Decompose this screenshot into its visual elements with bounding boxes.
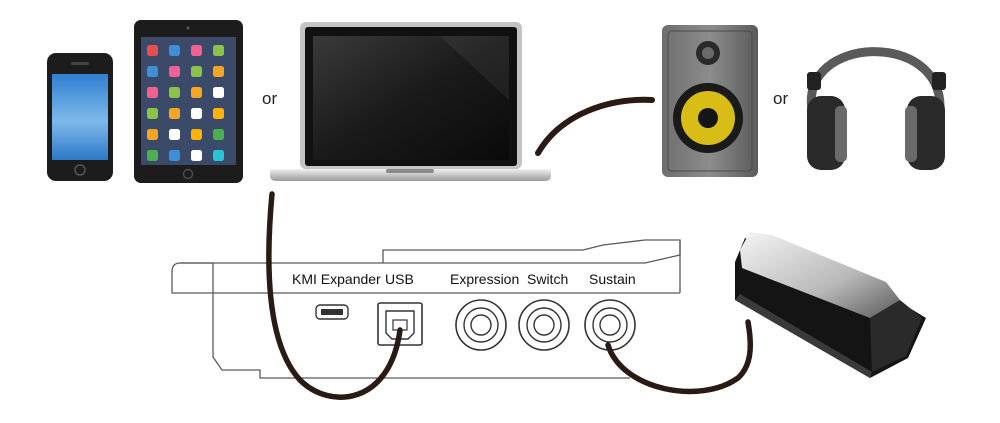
usb-port (377, 302, 423, 346)
app-icon (213, 129, 224, 140)
tablet-icon (134, 20, 243, 183)
app-icon (147, 129, 158, 140)
app-icon (147, 87, 158, 98)
app-icon (213, 45, 224, 56)
laptop-to-usb-cable (266, 191, 403, 400)
app-icon (191, 129, 202, 140)
app-icon (191, 45, 202, 56)
or-separator-right: or (773, 89, 789, 108)
sustain-to-pedal-cable (605, 319, 754, 395)
switch-label: Switch (527, 271, 569, 287)
app-icon (213, 66, 224, 77)
expression-jack (455, 299, 507, 351)
app-icon (147, 108, 158, 119)
app-icon (169, 45, 180, 56)
app-icon (169, 129, 180, 140)
app-icon (191, 87, 202, 98)
phone-icon (47, 53, 113, 181)
app-icon (191, 66, 202, 77)
app-icon (169, 66, 180, 77)
laptop-to-speaker-cable (535, 96, 655, 156)
app-icon (213, 87, 224, 98)
app-icon (169, 108, 180, 119)
dock-icon (169, 150, 180, 161)
app-icon (147, 66, 158, 77)
studio-monitor-icon (662, 25, 758, 177)
sustain-pedal-icon (735, 232, 926, 378)
tablet-app-grid (147, 45, 224, 161)
midi-controller-rear-panel (171, 239, 681, 379)
app-icon (147, 45, 158, 56)
switch-jack (518, 299, 570, 351)
usb-label: USB (385, 271, 414, 287)
app-icon (191, 108, 202, 119)
dock-icon (213, 150, 224, 161)
kmi-expander-label: KMI Expander (292, 271, 381, 287)
sustain-jack (584, 299, 636, 351)
dock-icon (191, 150, 202, 161)
app-icon (169, 87, 180, 98)
app-icon (213, 108, 224, 119)
headphones-icon (806, 47, 946, 170)
expression-label: Expression (450, 271, 520, 287)
kmi-expander-port (315, 304, 349, 320)
sustain-label: Sustain (589, 271, 636, 287)
cables (266, 96, 754, 400)
or-separator-left: or (262, 89, 278, 108)
laptop-icon (270, 22, 551, 181)
dock-icon (147, 150, 158, 161)
